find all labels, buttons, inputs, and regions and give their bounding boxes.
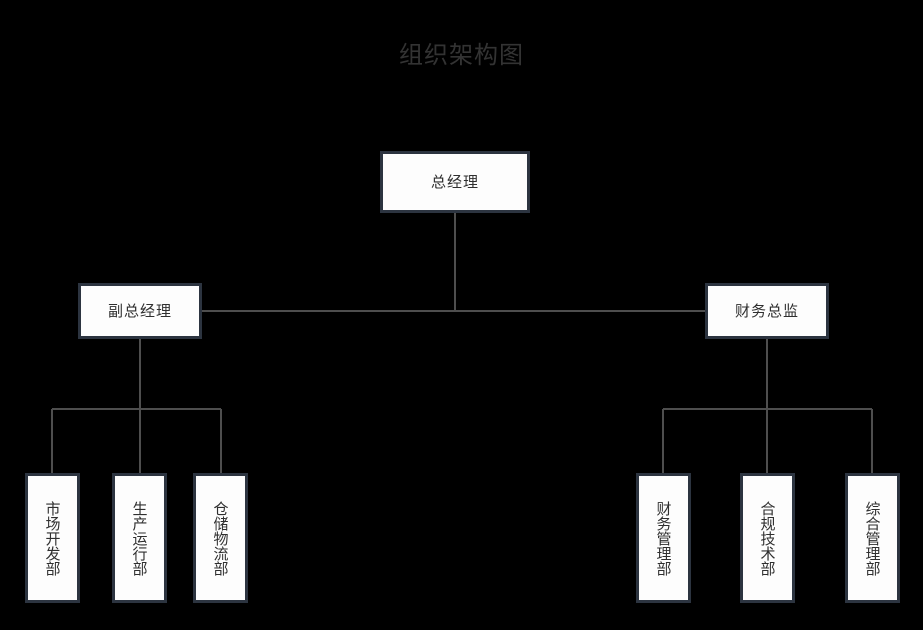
node-market-development-dept[interactable]: 市场开发部	[25, 473, 80, 603]
node-label: 合规技术部	[758, 500, 777, 576]
node-production-operations-dept[interactable]: 生产运行部	[112, 473, 167, 603]
node-general-manager[interactable]: 总经理	[380, 151, 530, 213]
node-warehouse-logistics-dept[interactable]: 仓储物流部	[193, 473, 248, 603]
node-general-management-dept[interactable]: 综合管理部	[845, 473, 900, 603]
node-label: 副总经理	[107, 302, 172, 320]
node-label: 市场开发部	[43, 500, 62, 576]
node-label: 综合管理部	[863, 500, 882, 576]
node-label: 财务总监	[734, 302, 799, 320]
node-financial-management-dept[interactable]: 财务管理部	[636, 473, 691, 603]
node-label: 总经理	[430, 173, 479, 191]
node-label: 生产运行部	[130, 500, 149, 576]
node-label: 仓储物流部	[211, 500, 230, 576]
node-finance-director[interactable]: 财务总监	[705, 283, 829, 339]
chart-title: 组织架构图	[399, 41, 524, 69]
node-compliance-technology-dept[interactable]: 合规技术部	[740, 473, 795, 603]
node-deputy-general-manager[interactable]: 副总经理	[78, 283, 202, 339]
node-label: 财务管理部	[654, 500, 673, 576]
